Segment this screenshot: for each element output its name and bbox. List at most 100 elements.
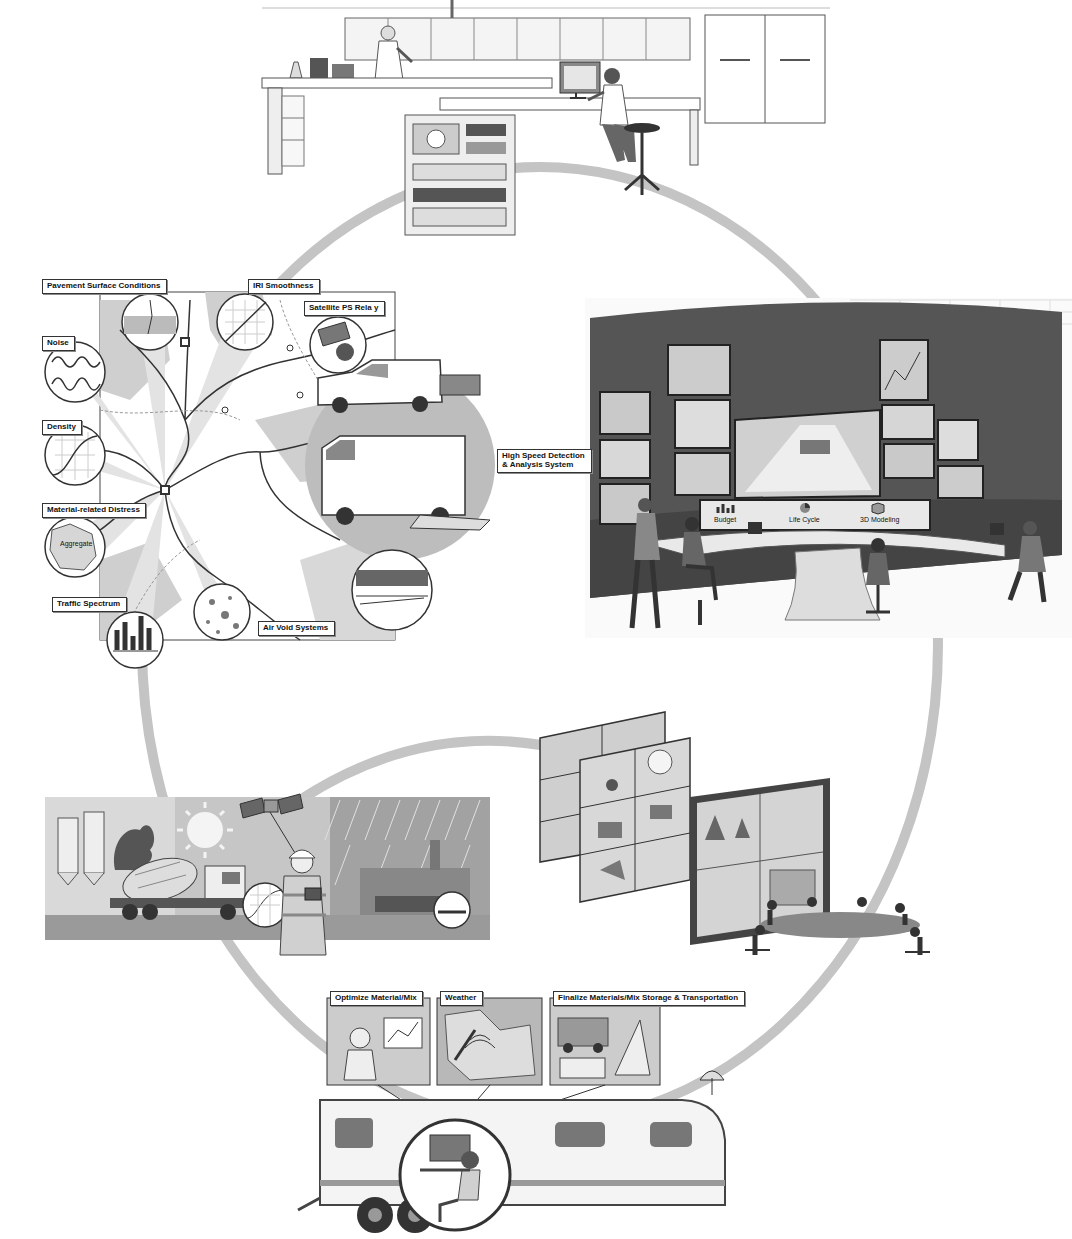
video-wall-scene-part: [705, 815, 750, 840]
tag-text: Weather: [445, 993, 478, 1002]
detection-vehicles-part: [332, 397, 348, 413]
control-room-scene-part: [675, 453, 730, 495]
field-trailer-scene-part: [357, 1197, 393, 1233]
callout-tag: Pavement Surface Conditions: [42, 279, 167, 294]
callout-tag: Finalize Materials/Mix Storage & Transpo…: [553, 991, 745, 1006]
map-callout-circles-part: [122, 294, 178, 350]
map-callout-circles-part: [318, 322, 350, 346]
map-callout-circles-part: [45, 517, 105, 577]
laboratory-scene-part: [413, 208, 506, 226]
control-room-scene-part: [745, 425, 872, 492]
construction-scene-part: [58, 818, 78, 873]
video-wall-scene-part: [580, 738, 690, 902]
callout-tag: Traffic Spectrum: [52, 597, 127, 612]
callout-tag: Satellite PS Rela y: [304, 301, 385, 316]
tag-text: Finalize Materials/Mix Storage & Transpo…: [558, 993, 740, 1002]
control-room-scene-part: [682, 532, 706, 566]
construction-scene-part: [122, 904, 138, 920]
video-wall-scene-part: [600, 860, 625, 880]
cycle-ring-part: [300, 741, 575, 800]
field-trailer-scene: [298, 998, 725, 1233]
map-panel-part: [297, 392, 303, 398]
control-room-scene-part: [866, 553, 890, 585]
tag-text: Density: [47, 422, 77, 431]
laboratory-scene-part: [397, 48, 412, 62]
video-wall-scene-part: [745, 950, 930, 952]
laboratory-scene-part: [570, 93, 586, 98]
tag-text: High Speed Detection & Analysis System: [502, 451, 587, 469]
control-room-scene-part: [638, 498, 652, 512]
control-room-scene-part: [880, 340, 928, 400]
detection-vehicles-part: [356, 364, 388, 378]
screen-label: Aggregate: [60, 540, 92, 548]
laboratory-scene-part: [381, 26, 395, 40]
control-room-scene-part: [882, 405, 934, 439]
construction-scene-part: [434, 892, 470, 928]
video-wall-scene-part: [648, 750, 672, 774]
control-room-scene: [585, 298, 1072, 638]
field-trailer-scene-part: [593, 1043, 603, 1053]
tag-text: Traffic Spectrum: [57, 599, 122, 608]
construction-scene-part: [264, 800, 278, 812]
field-trailer-scene-part: [550, 998, 660, 1085]
construction-scene-part: [135, 862, 186, 888]
field-trailer-scene-part: [350, 1028, 370, 1048]
field-trailer-scene-part: [388, 1022, 418, 1042]
field-trailer-scene-part: [320, 1100, 725, 1205]
laboratory-scene-part: [262, 8, 830, 9]
control-room-scene-part: [990, 523, 1004, 535]
callout-tag: Air Void Systems: [258, 621, 335, 636]
detection-vehicles-part: [326, 440, 355, 460]
field-trailer-scene-part: [563, 1043, 573, 1053]
video-wall-scene-part: [807, 897, 817, 907]
video-wall-scene-part: [895, 903, 905, 913]
construction-scene-part: [58, 873, 104, 885]
construction-scene-part: [45, 797, 490, 940]
control-room-scene-part: [1023, 521, 1037, 535]
construction-scene-part: [289, 850, 315, 858]
detection-vehicles-part: [440, 375, 480, 395]
construction-scene-part: [430, 840, 440, 870]
field-trailer-scene-part: [615, 1020, 650, 1075]
laboratory-scene-part: [624, 123, 660, 133]
control-room-scene-part: [1010, 572, 1044, 602]
control-room-scene-part: [632, 560, 658, 628]
laboratory-scene-part: [413, 124, 459, 154]
laboratory-scene-part: [282, 118, 304, 140]
field-trailer-scene-part: [400, 1120, 510, 1230]
laboratory-scene-part: [690, 110, 698, 165]
laboratory-scene-part: [604, 68, 620, 84]
map-panel-part: [222, 407, 228, 413]
video-wall-scene-part: [598, 822, 622, 838]
map-callout-circles-part: [194, 584, 250, 640]
construction-scene-part: [250, 885, 280, 925]
construction-scene-part: [305, 888, 321, 900]
video-wall-scene: [540, 712, 930, 955]
video-wall-scene-part: [650, 805, 672, 819]
control-room-scene-part: [686, 566, 716, 625]
map-callout-circles-part: [52, 357, 100, 390]
construction-scene-part: [243, 883, 287, 927]
construction-scene-part: [220, 904, 236, 920]
control-room-scene-part: [668, 345, 730, 395]
laboratory-scene-part: [588, 92, 604, 100]
field-trailer-scene-part: [445, 1010, 535, 1080]
control-room-scene-part: [800, 503, 810, 513]
field-trailer-scene-part: [455, 1030, 475, 1060]
map-callout-circles-part: [45, 342, 105, 402]
map-callout-circles-part: [206, 620, 210, 624]
laboratory-scene-part: [413, 164, 506, 180]
field-trailer-scene-part: [420, 1170, 470, 1222]
construction-scene-part: [248, 890, 282, 918]
tag-text: IRI Smoothness: [253, 281, 315, 290]
map-callout-circles-part: [233, 623, 239, 629]
construction-scene-part: [438, 911, 466, 914]
map-callout-circles-part: [113, 651, 158, 652]
callout-tag: Weather: [440, 991, 483, 1006]
construction-scene-part: [142, 904, 158, 920]
screen-label: 3D Modeling: [860, 516, 899, 524]
field-trailer-scene-part: [461, 1151, 479, 1169]
field-trailer-scene-part: [650, 1122, 692, 1147]
